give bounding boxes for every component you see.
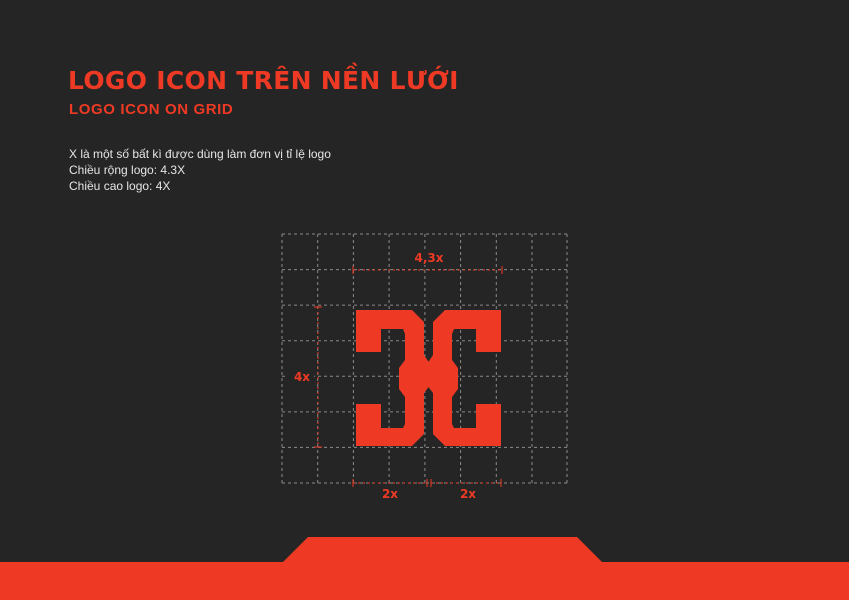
logo-icon [356,310,501,446]
height-dimension-label: 4x [294,370,310,384]
description-line-unit: X là một số bất kì được dùng làm đơn vị … [69,147,331,161]
page-title: LOGO ICON TRÊN NỀN LƯỚI [68,66,459,95]
dimension-lines [314,266,503,487]
width-dimension-label: 4,3x [415,251,444,265]
right-half-dimension-label: 2x [460,487,476,501]
description-block: X là một số bất kì được dùng làm đơn vị … [69,146,331,194]
description-line-width: Chiều rộng logo: 4.3X [69,163,186,177]
page-subtitle: LOGO ICON ON GRID [69,101,234,118]
left-half-dimension-label: 2x [382,487,398,501]
description-line-height: Chiều cao logo: 4X [69,179,171,193]
